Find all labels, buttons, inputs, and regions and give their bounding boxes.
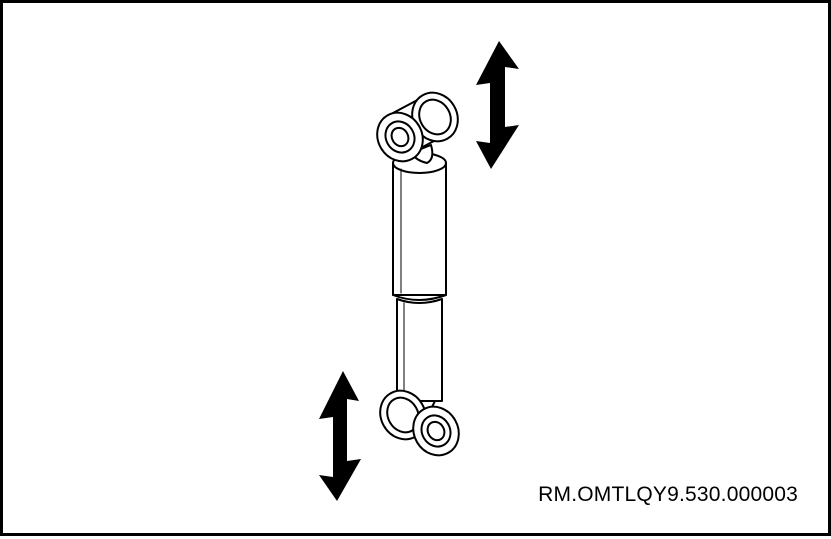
upper-motion-arrow [476,41,519,169]
bottom-eye-mount [379,389,460,457]
lower-motion-arrow [319,371,361,501]
figure-reference-code: RM.OMTLQY9.530.000003 [538,483,798,506]
top-eye-mount [376,91,459,164]
lower-rod [396,298,443,402]
shock-absorber-illustration [319,41,519,501]
upper-cylinder [392,152,447,301]
